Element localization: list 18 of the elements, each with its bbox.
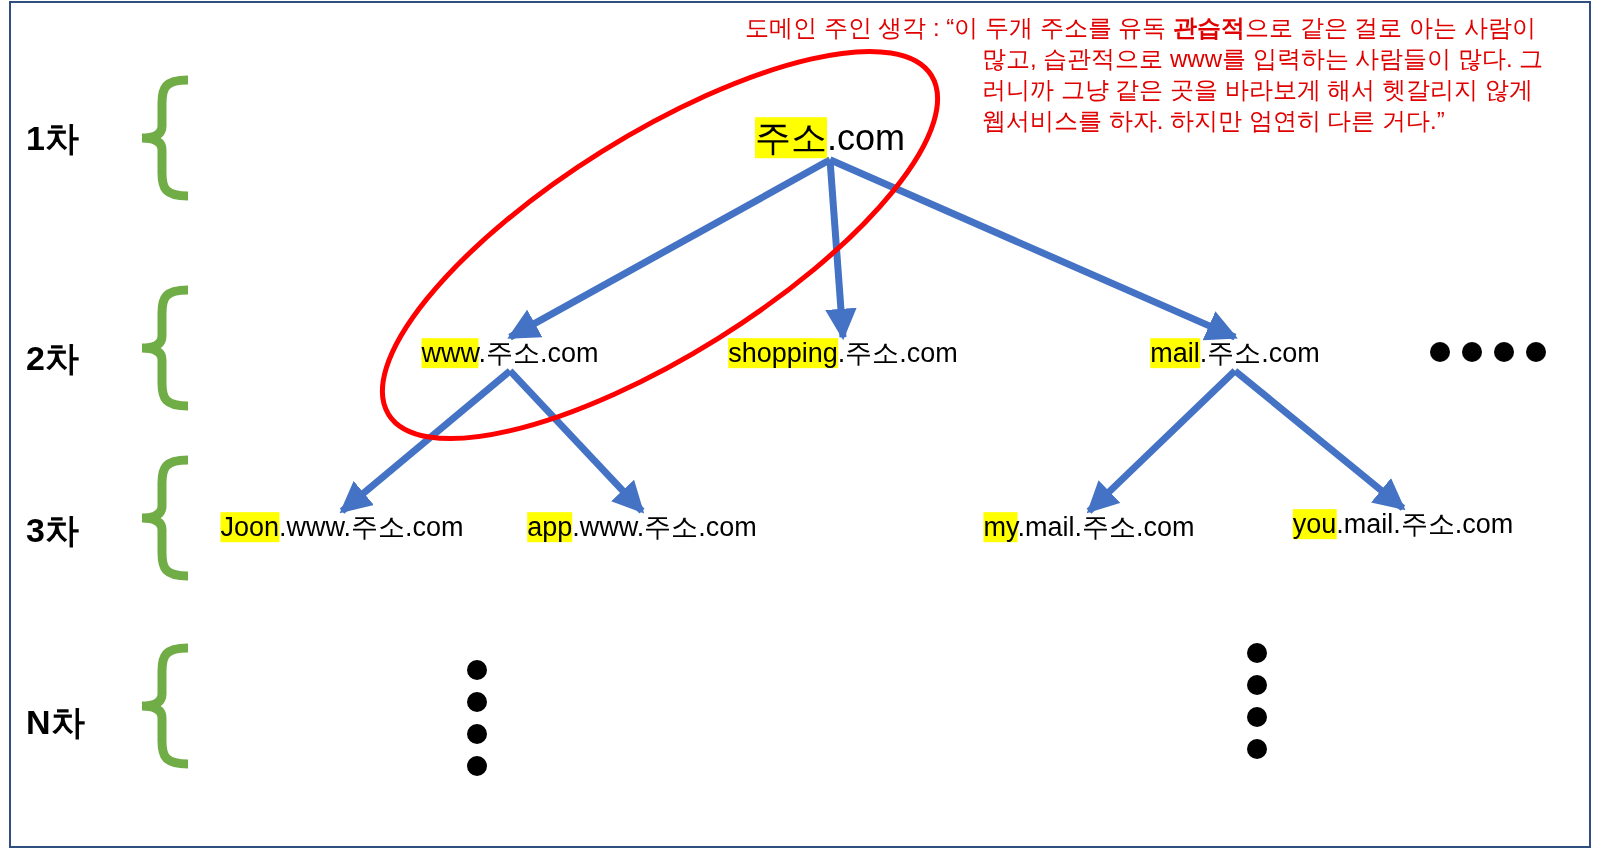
arrow [1232, 368, 1406, 511]
arrow [507, 156, 832, 341]
domain-name: shopping.주소.com [728, 339, 958, 369]
domain-name: app.www.주소.com [527, 513, 757, 543]
domain-name: mail.주소.com [1150, 339, 1320, 369]
level-label: 2차 [26, 338, 79, 379]
domain-name: you.mail.주소.com [1292, 510, 1514, 540]
arrow [339, 368, 513, 514]
domain-name: my.mail.주소.com [983, 513, 1195, 543]
arrow [1086, 368, 1238, 514]
domain-name: Joon.www.주소.com [220, 513, 464, 543]
level-label: 3차 [26, 510, 79, 551]
arrow [825, 159, 857, 341]
arrow [828, 156, 1238, 341]
level-label: N차 [26, 702, 85, 743]
arrow [507, 368, 645, 514]
domain-name: www.주소.com [421, 339, 599, 369]
level-label: 1차 [26, 118, 79, 159]
